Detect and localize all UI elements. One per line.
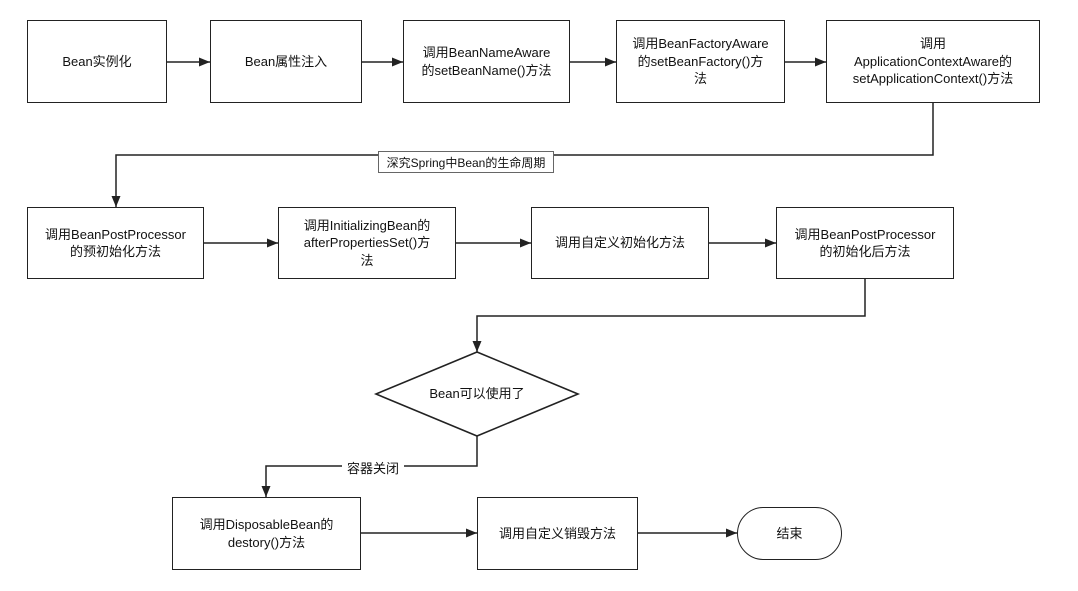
node-label-line: 调用自定义销毁方法 [498, 525, 616, 541]
node-label-line: 调用DisposableBean的 [199, 517, 334, 532]
node-property-injection: Bean属性注入 [210, 20, 362, 103]
node-end-terminal: 结束 [737, 507, 842, 560]
node-label-line: Bean属性注入 [244, 53, 328, 69]
node-bean-factory-aware: 调用BeanFactoryAware 的setBeanFactory()方 法 [616, 20, 785, 103]
edge-label-text: 深究Spring中Bean的生命周期 [386, 155, 546, 170]
node-disposable-bean: 调用DisposableBean的 destory()方法 [172, 497, 361, 570]
node-label-line: 法 [693, 71, 707, 87]
node-bean-ready: Bean可以使用了 [376, 352, 578, 436]
node-label-line: setApplicationContext()方法 [852, 71, 1014, 87]
node-application-context-aware: 调用 ApplicationContextAware的 setApplicati… [826, 20, 1040, 103]
node-custom-destroy: 调用自定义销毁方法 [477, 497, 638, 570]
node-post-processor-after: 调用BeanPostProcessor 的初始化后方法 [776, 207, 954, 279]
node-label-line: 调用BeanNameAware [422, 45, 551, 60]
node-label-line: Bean实例化 [62, 53, 132, 69]
node-label-line: 调用BeanFactoryAware [632, 36, 769, 52]
node-label-line: 的setBeanName()方法 [421, 62, 552, 78]
node-label-line: 的初始化后方法 [819, 244, 911, 259]
node-label-line: 调用InitializingBean的 [303, 217, 431, 233]
node-label-line: destory()方法 [227, 534, 306, 550]
node-custom-init: 调用自定义初始化方法 [531, 207, 709, 279]
node-label-line: 法 [360, 252, 374, 268]
node-label-line: afterPropertiesSet()方 [303, 235, 431, 251]
node-label-line: 的setBeanFactory()方 [637, 53, 764, 69]
node-label-line: 调用BeanPostProcessor [794, 226, 936, 242]
node-label-line: 调用 [919, 36, 946, 52]
node-label-line: 的预初始化方法 [69, 244, 161, 259]
node-post-processor-before: 调用BeanPostProcessor 的预初始化方法 [27, 207, 204, 279]
arrow-bpp-after-to-ready [472, 279, 866, 352]
edge-label-text: 容器关闭 [346, 460, 399, 476]
node-bean-instantiation: Bean实例化 [27, 20, 167, 103]
node-label-line: ApplicationContextAware的 [853, 53, 1012, 69]
node-label-line: Bean可以使用了 [429, 386, 525, 402]
node-bean-name-aware: 调用BeanNameAware 的setBeanName()方法 [403, 20, 570, 103]
node-label-line: 结束 [776, 525, 803, 541]
node-label-line: 调用BeanPostProcessor [45, 226, 186, 242]
node-initializing-bean: 调用InitializingBean的 afterPropertiesSet()… [278, 207, 456, 279]
container-close-label: 容器关闭 [342, 458, 404, 476]
node-label-line: 调用自定义初始化方法 [554, 235, 685, 251]
lifecycle-note-label: 深究Spring中Bean的生命周期 [378, 151, 554, 173]
